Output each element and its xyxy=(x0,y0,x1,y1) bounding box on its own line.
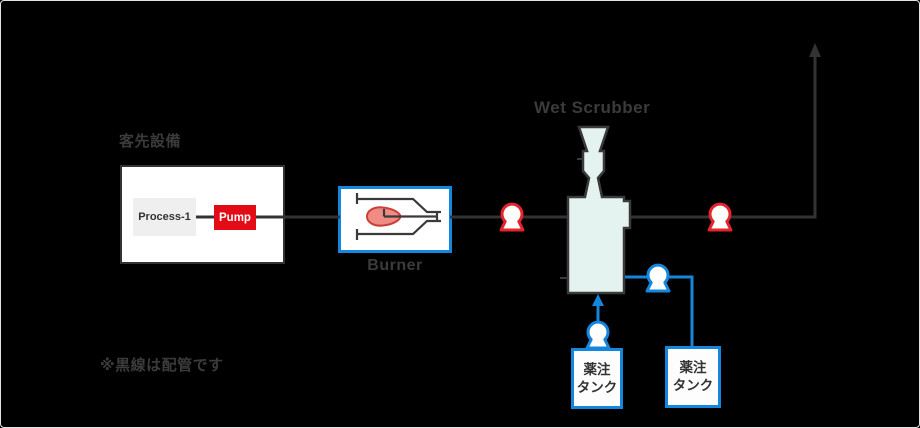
customer-facility-label: 客先設備 xyxy=(119,133,182,150)
burner-box xyxy=(338,186,452,253)
burner-label: Burner xyxy=(367,257,423,274)
chemical-pipe-right xyxy=(625,275,694,347)
process-label: Process-1 xyxy=(138,211,191,223)
chemical-tank-left: 薬注 タンク xyxy=(571,348,623,409)
pump-label: Pump xyxy=(219,211,251,224)
piping-note: ※黒線は配管です xyxy=(100,357,224,374)
wet-scrubber-vessel xyxy=(566,125,632,295)
blue-pump-icon-left xyxy=(585,320,611,350)
red-pump-icon-1 xyxy=(499,202,525,232)
chemical-tank-right: 薬注 タンク xyxy=(665,346,721,408)
process-box: Process-1 xyxy=(133,198,196,236)
blue-pump-icon-right xyxy=(645,263,671,293)
pipe-scrubber-to-exhaust xyxy=(629,55,817,219)
chemical-tank-right-label: 薬注 タンク xyxy=(672,360,714,393)
chemical-tank-left-label: 薬注 タンク xyxy=(576,361,618,395)
wet-scrubber-label: Wet Scrubber xyxy=(534,98,651,117)
red-pump-icon-2 xyxy=(707,202,733,232)
chemical-feed-up-arrow-icon xyxy=(592,294,604,306)
pump-box: Pump xyxy=(214,205,256,230)
exhaust-up-arrow-icon xyxy=(809,43,821,57)
